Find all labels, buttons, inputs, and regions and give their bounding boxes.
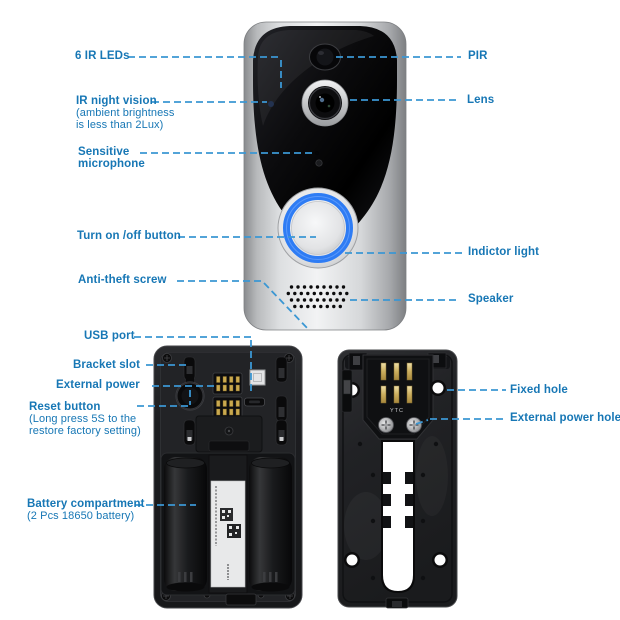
mounting-bracket-view: YTC	[337, 349, 458, 609]
qr-code-1	[220, 508, 233, 521]
label-reset-button: Reset button (Long press 5S to the resto…	[29, 401, 141, 437]
label-indicator-light-text: Indictor light	[468, 246, 540, 258]
label-speaker-text: Speaker	[468, 293, 514, 305]
line-6-ir-leds	[128, 56, 282, 88]
line-external-power-hole	[415, 418, 505, 425]
ir-night-vision-led	[268, 101, 274, 107]
label-ir-night-vision: IR night vision (ambient brightness is l…	[76, 95, 175, 131]
label-lens: Lens	[467, 94, 495, 106]
label-ir-night-vision-sub1: (ambient brightness	[76, 107, 175, 119]
label-usb-port-text: USB port	[84, 330, 135, 342]
label-battery-compartment-sub1: (2 Pcs 18650 battery)	[27, 510, 135, 522]
label-ir-night-vision-sub2: is less than 2Lux)	[76, 119, 164, 131]
power-contact-module: YTC	[362, 354, 434, 440]
label-usb-port: USB port	[84, 330, 135, 342]
label-external-power-hole-text: External power hole	[510, 412, 620, 424]
label-indicator-light: Indictor light	[468, 246, 540, 258]
side-slider	[341, 369, 353, 413]
label-lens-text: Lens	[467, 94, 495, 106]
label-6-ir-leds-text: 6 IR LEDs	[75, 50, 130, 62]
battery-compartment	[160, 452, 296, 596]
chip-marking: YTC	[390, 408, 404, 414]
label-power-button: Turn on /off button	[77, 230, 181, 242]
label-battery-compartment-text: Battery compartment	[27, 498, 145, 510]
label-reset-button-text: Reset button	[29, 401, 101, 413]
doorbell-back-view	[153, 345, 303, 609]
central-cutout	[381, 440, 415, 593]
pir-sensor	[309, 43, 341, 71]
power-button	[277, 187, 359, 269]
texture-highlight	[344, 492, 388, 560]
line-usb-port	[134, 336, 252, 394]
label-sensitive-microphone: Sensitive microphone	[78, 146, 145, 170]
front-glass-panel	[253, 26, 397, 242]
fixed-holes	[344, 380, 448, 568]
gold-pins	[380, 362, 413, 404]
indicator-window	[249, 369, 266, 386]
panel-gloss	[257, 30, 374, 126]
label-speaker: Speaker	[468, 293, 514, 305]
label-6-ir-leds: 6 IR LEDs	[75, 50, 130, 62]
label-microphone-line2: microphone	[78, 158, 145, 170]
label-reset-button-sub1: (Long press 5S to the	[29, 413, 137, 425]
label-external-power-hole: External power hole	[510, 412, 620, 424]
mid-panel	[195, 415, 263, 453]
side-hooks	[183, 356, 288, 446]
label-ir-night-vision-text: IR night vision	[76, 95, 157, 107]
label-reset-button-sub2: restore factory setting)	[29, 425, 141, 437]
label-anti-theft-screw-text: Anti-theft screw	[78, 274, 167, 286]
label-bracket-slot-text: Bracket slot	[73, 359, 141, 371]
bottom-tab	[225, 593, 257, 606]
cutout-notches	[383, 472, 413, 528]
module-screws	[378, 417, 422, 433]
external-power-contacts	[212, 372, 243, 419]
label-external-power-text: External power	[56, 379, 140, 391]
speaker-grille	[286, 285, 349, 309]
label-external-power: External power	[56, 379, 140, 391]
label-battery-compartment: Battery compartment (2 Pcs 18650 battery…	[27, 498, 145, 522]
battery-right	[249, 457, 292, 592]
label-pir-text: PIR	[468, 50, 488, 62]
qr-code-2	[227, 524, 241, 538]
camera-lens	[301, 79, 349, 127]
doorbell-front-view	[243, 21, 407, 331]
label-power-button-text: Turn on /off button	[77, 230, 181, 242]
label-bracket-slot: Bracket slot	[73, 359, 141, 371]
dimples	[357, 441, 439, 581]
label-anti-theft-screw: Anti-theft screw	[78, 274, 167, 286]
label-microphone-line1: Sensitive	[78, 146, 130, 158]
microphone-hole	[315, 151, 323, 167]
battery-left	[164, 457, 207, 592]
line-anti-theft-screw	[177, 280, 310, 331]
bracket-bottom-tab	[385, 597, 409, 609]
label-pir: PIR	[468, 50, 488, 62]
usb-port	[244, 397, 265, 407]
label-fixed-hole-text: Fixed hole	[510, 384, 568, 396]
serial-label	[210, 480, 246, 588]
line-reset-button	[137, 390, 191, 407]
label-fixed-hole: Fixed hole	[510, 384, 568, 396]
